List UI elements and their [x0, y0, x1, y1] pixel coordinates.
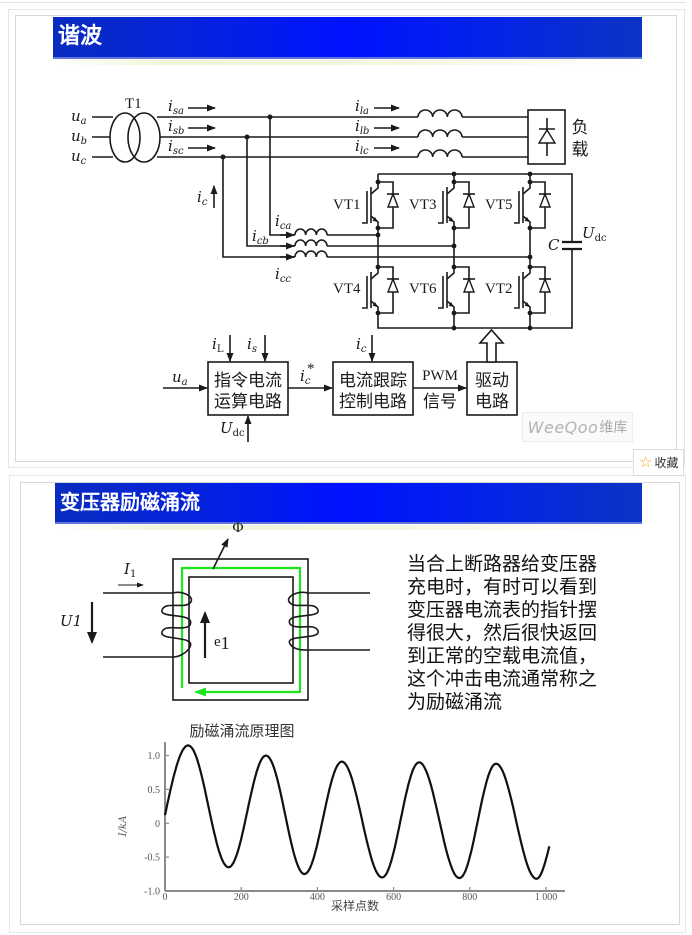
- header-underline-glow: [55, 525, 642, 530]
- header-underline-glow: [53, 60, 642, 65]
- description-line: 充电时，有时可以看到: [407, 576, 598, 598]
- description-line: 这个冲击电流通常称之: [407, 668, 598, 690]
- favorite-label: 收藏: [654, 456, 679, 470]
- slide-image-frame-harmonics: [15, 15, 677, 462]
- description-line: 当合上断路器给变压器: [407, 553, 598, 575]
- slide-image-frame-inrush: [20, 482, 680, 925]
- description-line: 到正常的空载电流值，: [407, 645, 598, 667]
- previous-panel-edge: [0, 0, 686, 3]
- watermark-suffix: 维库: [599, 420, 628, 436]
- description-line: 为励磁涌流: [407, 691, 503, 713]
- watermark-brand: WeeQoo: [527, 417, 599, 437]
- description-line: 得很大，然后很快返回: [407, 622, 598, 644]
- description-line: 变压器电流表的指针摆: [407, 599, 598, 621]
- watermark-logo: WeeQoo 维库: [522, 412, 633, 442]
- slide-title-harmonics: 谐波: [53, 17, 642, 57]
- star-icon: ☆: [639, 453, 653, 471]
- inrush-description: 当合上断路器给变压器 充电时，有时可以看到 变压器电流表的指针摆 得很大，然后很…: [407, 553, 597, 714]
- favorite-button[interactable]: ☆ 收藏: [633, 449, 684, 476]
- slide-title-inrush: 变压器励磁涌流: [55, 483, 642, 522]
